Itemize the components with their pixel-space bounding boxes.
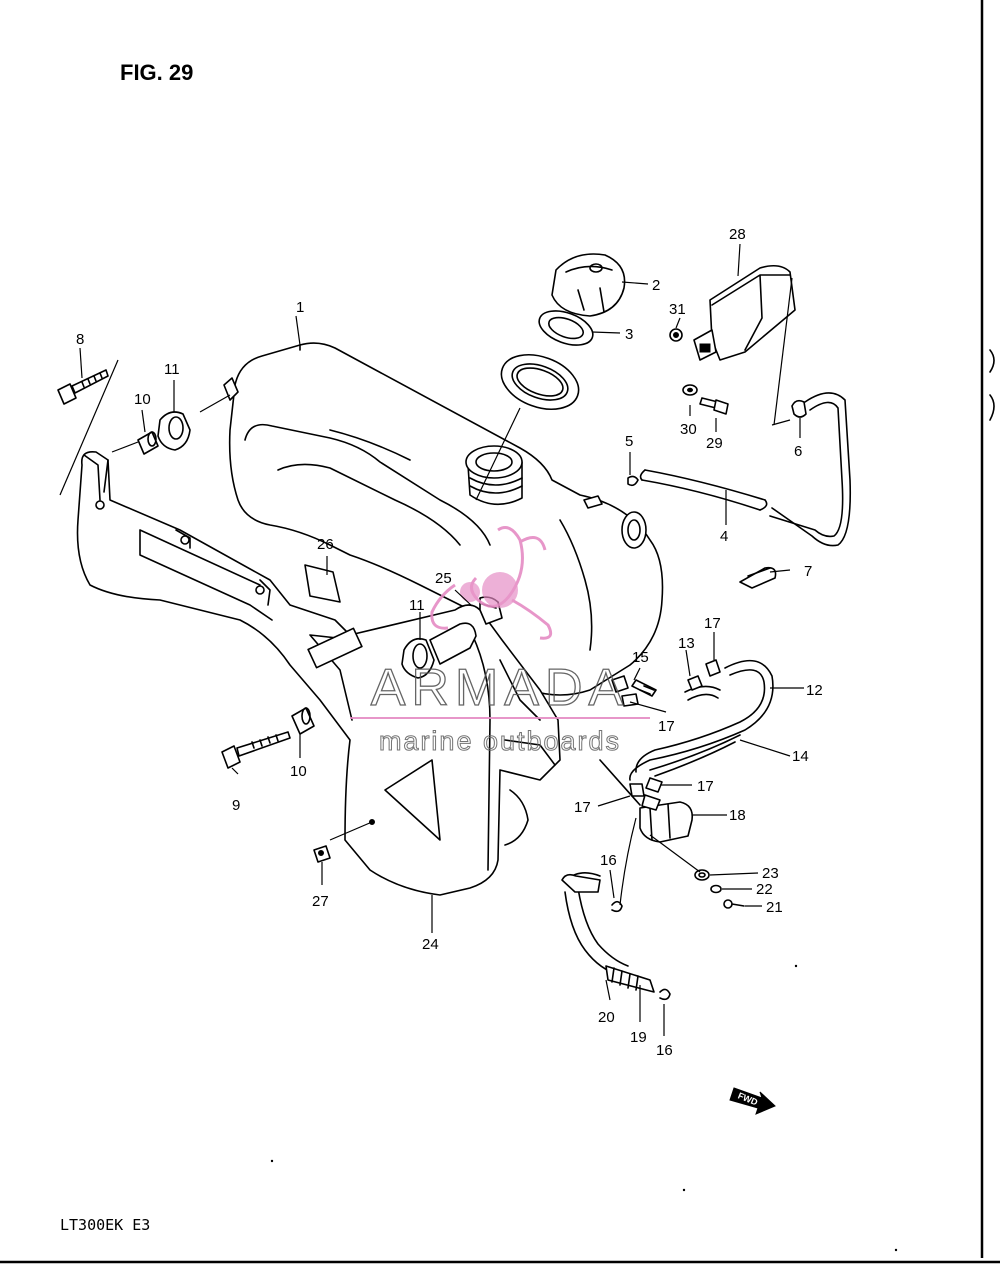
fuel-hose-clamps	[611, 659, 721, 797]
hose-clamp-canister	[791, 399, 807, 418]
callout-18: 18	[729, 807, 746, 824]
callout-16-upper: 16	[600, 852, 617, 869]
cover-plug	[313, 845, 331, 863]
callout-6: 6	[794, 443, 802, 460]
evap-canister	[693, 264, 796, 361]
fuel-tank	[223, 342, 664, 696]
callout-11-lower: 11	[409, 597, 425, 614]
valve-washer	[710, 884, 722, 894]
callout-10-lower: 10	[290, 763, 307, 780]
leader-lines	[59, 243, 804, 1036]
callout-15: 15	[632, 649, 649, 666]
callout-8: 8	[76, 331, 84, 348]
callout-1: 1	[296, 299, 304, 316]
callout-25: 25	[435, 570, 452, 587]
armada-logo-mark	[430, 526, 553, 640]
callout-22: 22	[756, 881, 773, 898]
callout-29: 29	[706, 435, 723, 452]
outlet-hose-protector	[605, 965, 655, 993]
valve-screw	[723, 899, 745, 909]
valve-gasket	[694, 869, 710, 881]
callout-12: 12	[806, 682, 823, 699]
canister-washer	[682, 384, 698, 396]
fuel-hose-loop	[629, 659, 774, 781]
callout-30: 30	[680, 421, 697, 438]
callout-19: 19	[630, 1029, 647, 1046]
callout-14: 14	[792, 748, 809, 765]
armada-watermark: ARMADA marine outboards	[350, 526, 650, 757]
scan-speck	[794, 964, 798, 968]
forward-direction-arrow: FWD	[729, 1087, 776, 1115]
binding-hole-marks	[989, 349, 995, 421]
hose-fitting	[687, 675, 703, 691]
callout-31: 31	[669, 301, 686, 318]
callout-17-c: 17	[697, 778, 714, 795]
callout-24: 24	[422, 936, 439, 953]
breather-hose	[639, 469, 768, 511]
mounting-grommet-upper	[157, 411, 191, 451]
fuel-cap	[551, 253, 626, 317]
mounting-collar-upper	[137, 431, 159, 455]
callout-13: 13	[678, 635, 695, 652]
mounting-bolt-upper	[57, 369, 109, 405]
callout-17-d: 17	[574, 799, 591, 816]
fuel-outlet-hose	[561, 872, 629, 976]
breather-clip	[627, 475, 639, 487]
mounting-grommet-lower	[401, 622, 477, 679]
callout-23: 23	[762, 865, 779, 882]
callout-7: 7	[804, 563, 812, 580]
canister-breather-hose	[769, 392, 852, 547]
callout-21: 21	[766, 899, 783, 916]
fuel-tank-cover	[76, 450, 561, 896]
watermark-tagline: marine outboards	[379, 726, 621, 756]
callout-10-upper: 10	[134, 391, 151, 408]
callout-3: 3	[625, 326, 633, 343]
callout-26: 26	[317, 536, 334, 553]
scan-speck	[894, 1248, 898, 1252]
scan-speck	[270, 1159, 274, 1163]
filler-seal-ring	[500, 354, 580, 410]
tank-vent-fitting	[583, 495, 603, 509]
mounting-collar-lower	[291, 707, 315, 735]
callout-16-lower: 16	[656, 1042, 673, 1059]
watermark-brand: ARMADA	[371, 659, 629, 717]
callout-4: 4	[720, 528, 728, 545]
scan-speck	[682, 1188, 686, 1192]
callout-2: 2	[652, 277, 660, 294]
fuel-valve	[599, 759, 694, 843]
callout-11-upper: 11	[164, 361, 180, 378]
outlet-hose-clip-lower	[659, 988, 671, 1001]
outlet-hose-clip-upper	[611, 900, 623, 913]
callout-5: 5	[625, 433, 633, 450]
callout-17-a: 17	[704, 615, 721, 632]
callout-28: 28	[729, 226, 746, 243]
mounting-bolt-lower	[221, 731, 291, 769]
canister-bolt	[699, 397, 729, 415]
canister-nut	[669, 328, 683, 342]
hose-guide	[739, 566, 777, 589]
cap-gasket	[538, 310, 594, 346]
caution-label	[304, 564, 341, 603]
callout-17-b: 17	[658, 718, 675, 735]
callout-9: 9	[232, 797, 240, 814]
callout-20: 20	[598, 1009, 615, 1026]
model-code: LT300EK E3	[60, 1216, 150, 1234]
callout-labels: 1 2 3 4 5 6 7 8 9 10 10 11 11 12 13 14 1…	[76, 226, 823, 1059]
figure-title: FIG. 29	[120, 60, 193, 85]
callout-27: 27	[312, 893, 329, 910]
